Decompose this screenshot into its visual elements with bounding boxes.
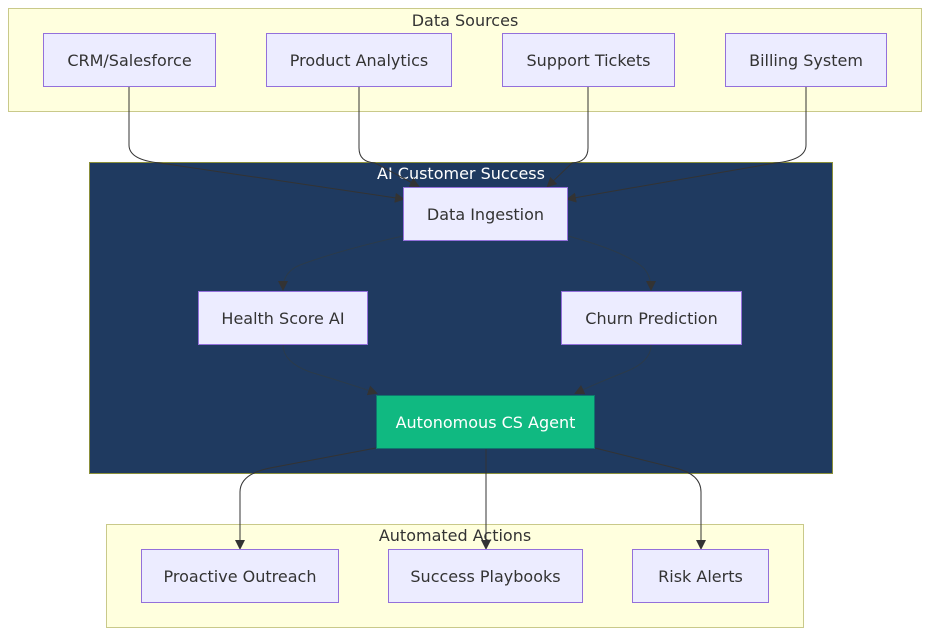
edge-support-tickets-to-ingestion [546, 87, 589, 188]
node-crm-salesforce: CRM/Salesforce [43, 33, 216, 87]
node-health-score-ai: Health Score AI [198, 291, 368, 345]
edge-churn-to-agent [574, 344, 652, 395]
node-risk-alerts: Risk Alerts [632, 549, 769, 603]
node-autonomous-cs-agent: Autonomous CS Agent [376, 395, 595, 449]
edge-billing-to-ingestion [566, 87, 807, 203]
edge-ingestion-to-churn [567, 235, 656, 291]
node-billing-system: Billing System [725, 33, 887, 87]
cluster-title-data-sources: Data Sources [411, 11, 519, 30]
edge-crm-to-ingestion [128, 87, 405, 203]
edge-agent-to-outreach [235, 447, 377, 550]
cluster-title-automated-actions: Automated Actions [378, 526, 532, 545]
node-churn-prediction: Churn Prediction [561, 291, 742, 345]
node-product-analytics: Product Analytics [266, 33, 452, 87]
edge-health-to-agent [282, 344, 378, 396]
node-proactive-outreach: Proactive Outreach [141, 549, 339, 603]
node-data-ingestion: Data Ingestion [403, 187, 568, 241]
edge-agent-to-risk [594, 447, 706, 550]
node-success-playbooks: Success Playbooks [388, 549, 583, 603]
edge-product-analytics-to-ingestion [358, 87, 420, 187]
edge-ingestion-to-health [278, 235, 404, 291]
node-support-tickets: Support Tickets [502, 33, 675, 87]
